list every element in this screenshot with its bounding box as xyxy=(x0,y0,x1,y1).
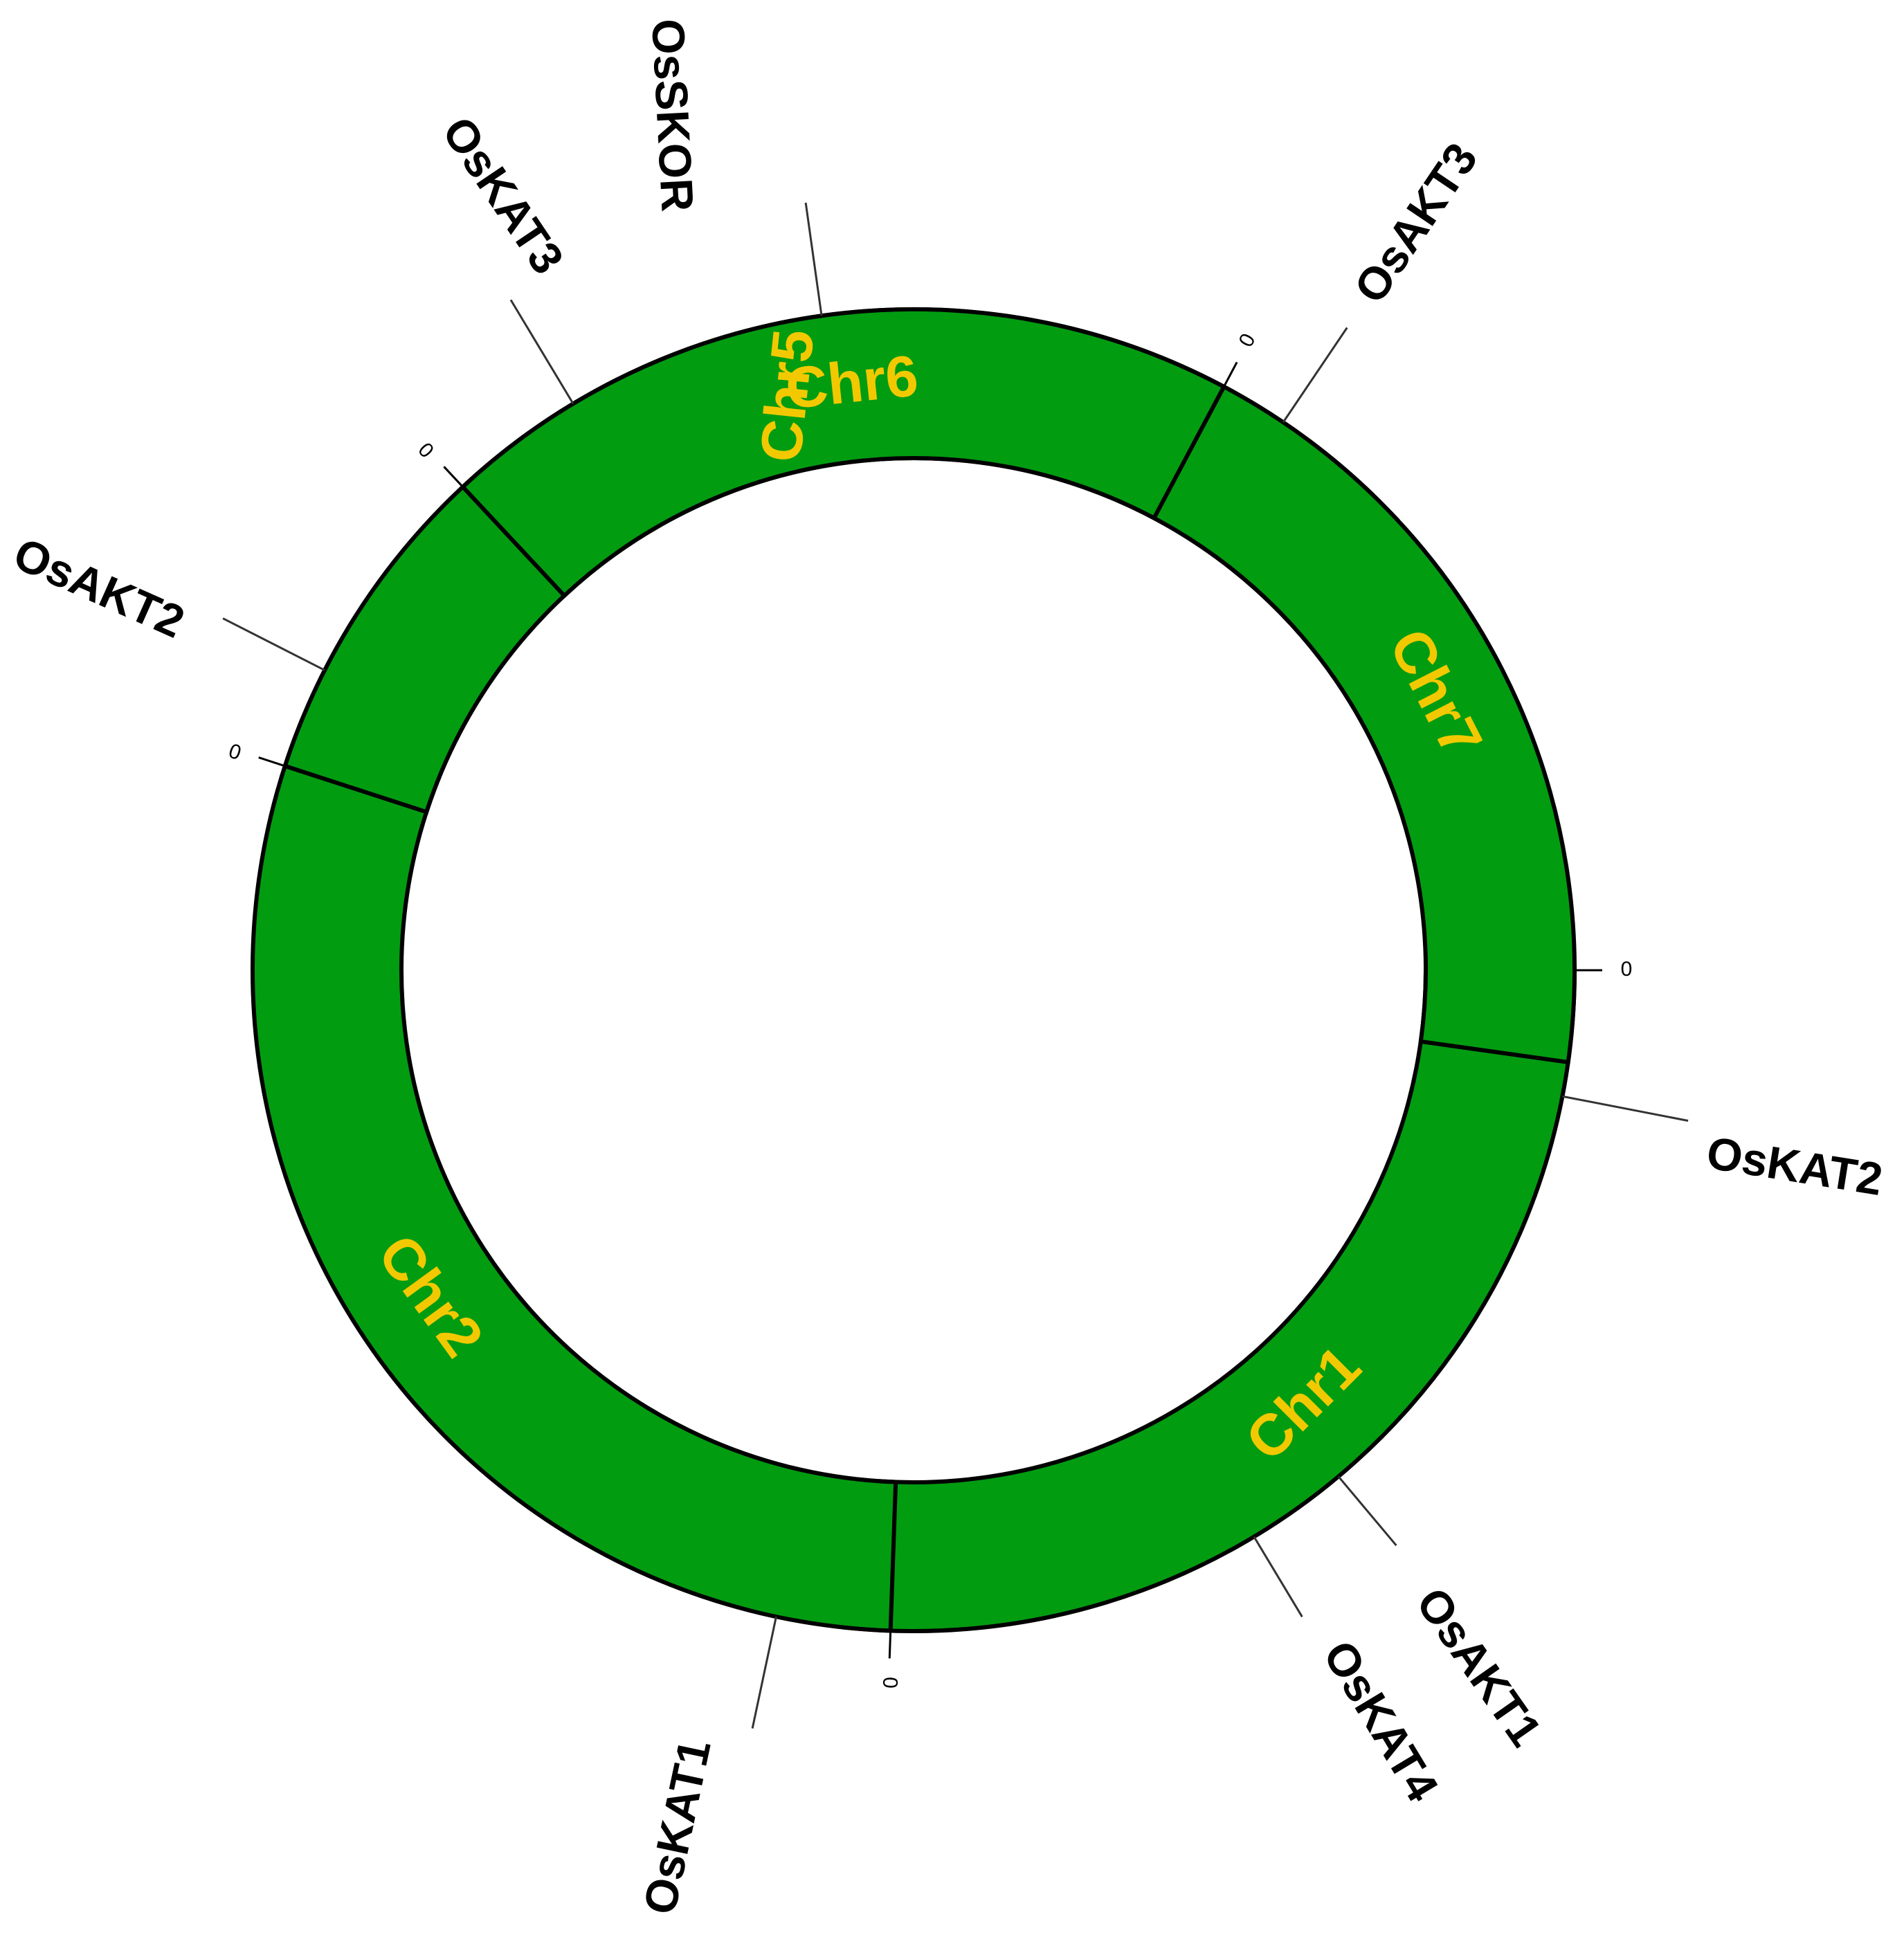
gene-leader-osakt1 xyxy=(1337,1475,1397,1547)
start-tick-chr5 xyxy=(258,756,286,767)
gene-leader-lines xyxy=(222,202,1689,1729)
gene-label-oskat1: OsKAT1 xyxy=(633,1735,720,1918)
start-tick-label-chr1: 0 xyxy=(1621,958,1633,981)
start-tick-chr2 xyxy=(888,1630,892,1659)
start-tick-label-chr5: 0 xyxy=(226,738,244,764)
gene-label-oskat2: OsKAT2 xyxy=(1703,1127,1886,1205)
gene-leader-oskat1 xyxy=(751,1616,777,1729)
gene-label-osskor: OsSKOR xyxy=(642,17,703,212)
gene-leader-oskat4 xyxy=(1253,1536,1303,1618)
gene-leader-osakt3 xyxy=(1282,327,1348,424)
chromosome-segment-chr2 xyxy=(251,720,898,1633)
start-tick-chr7 xyxy=(1223,361,1238,388)
chromosome-segment-chr7 xyxy=(1151,383,1577,1065)
gene-leader-osakt2 xyxy=(222,617,325,671)
start-tick-label-chr6: 0 xyxy=(415,437,439,462)
start-tick-chr6 xyxy=(443,466,464,488)
gene-label-oskat4: OsKAT4 xyxy=(1314,1632,1449,1810)
chromosome-label-chr5: Chr5 xyxy=(747,327,826,465)
start-tick-label-chr7: 0 xyxy=(1235,330,1260,351)
chromosome-segment-chr1 xyxy=(842,968,1577,1633)
gene-label-osakt3: OsAKT3 xyxy=(1344,134,1487,311)
gene-label-osakt2: OsAKT2 xyxy=(6,527,192,648)
gene-label-osakt1: OsAKT1 xyxy=(1406,1579,1552,1756)
gene-leader-osskor xyxy=(804,202,823,316)
gene-leader-oskat3 xyxy=(509,299,574,405)
gene-label-oskat3: OsKAT3 xyxy=(433,107,574,282)
start-tick-label-chr2: 0 xyxy=(878,1677,902,1689)
gene-leader-oskat2 xyxy=(1562,1095,1689,1122)
chromosome-label-chr6: Chr6 xyxy=(783,343,921,421)
chromosome-segments xyxy=(251,307,1577,1633)
